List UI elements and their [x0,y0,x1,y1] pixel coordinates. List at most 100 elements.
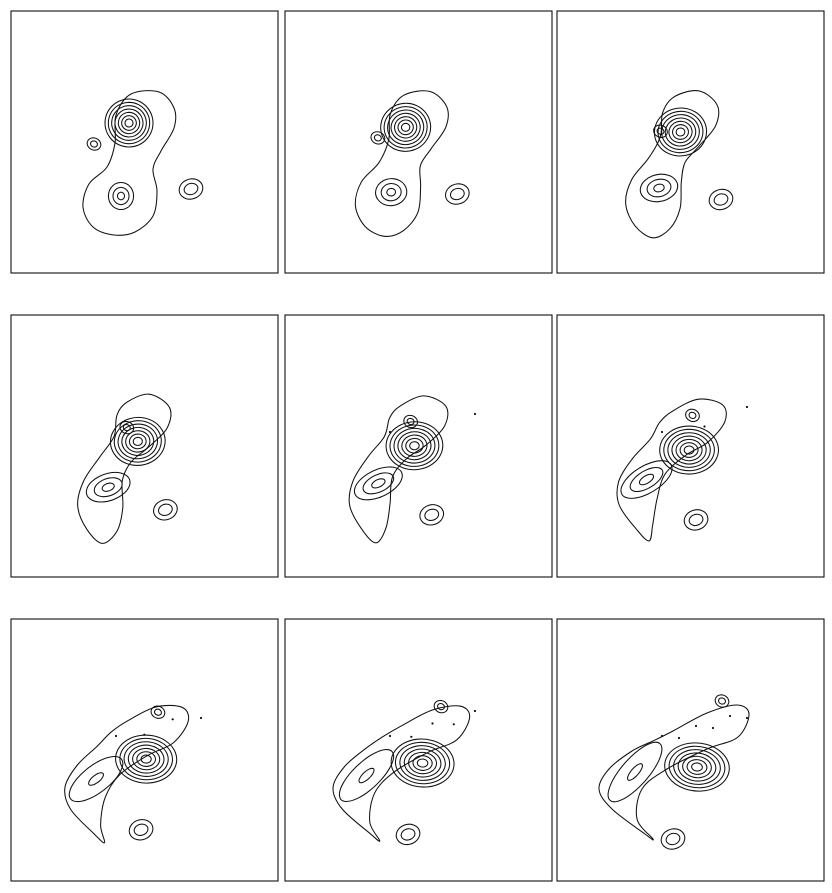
filament-speck [694,724,698,728]
secondary-vortex-ring [386,187,397,197]
filament-speck [711,726,715,730]
secondary-vortex-ring [626,763,644,781]
secondary-vortex-ring [653,183,665,193]
satellite-vortex-ring [183,182,199,196]
secondary-vortex-ring [116,191,126,201]
main-vortex-ring [117,111,141,135]
main-vortex-ring [671,435,707,465]
filament-speck [473,709,477,713]
satellite-vortex-ring [119,420,135,435]
filament-speck [677,736,681,740]
main-vortex-ring [132,747,161,771]
filament-speck [388,430,392,434]
satellite-vortex-ring [665,832,681,846]
satellite-vortex-ring [660,828,686,850]
satellite-vortex-ring [153,708,162,716]
satellite-vortex-ring [153,499,178,521]
outer-contour [625,90,720,239]
main-vortex-ring [380,102,432,152]
main-vortex-ring [107,101,151,145]
main-vortex-ring [387,109,425,146]
satellite-vortex-ring [685,408,700,423]
satellite-vortex-ring [688,513,704,527]
contour-panel-6 [556,314,825,578]
main-vortex-ring [104,98,154,148]
main-vortex-ring [121,115,137,131]
main-vortex-ring [408,751,438,775]
main-vortex-ring [664,742,730,792]
satellite-vortex-ring [688,411,697,419]
secondary-vortex-ring [639,173,679,203]
main-vortex-ring [390,738,455,788]
filament-speck [745,405,749,409]
main-vortex-ring [124,118,134,128]
filament-speck [660,734,664,738]
main-vortex-ring [128,433,147,450]
satellite-vortex-ring [400,828,416,841]
main-vortex-ring [668,745,726,789]
secondary-vortex-ring [371,478,386,489]
satellite-vortex-ring [718,697,726,705]
main-vortex-ring [383,106,428,149]
satellite-vortex-ring [656,127,665,135]
main-vortex-ring [691,762,703,772]
main-vortex-ring [123,741,169,777]
secondary-vortex-ring [638,473,655,486]
main-vortex-ring [686,759,708,775]
main-vortex-ring [673,749,721,785]
secondary-vortex-ring [629,466,664,493]
main-vortex-ring [409,441,420,451]
contour-panel-3 [556,10,825,274]
secondary-vortex-ring [88,772,104,786]
outer-contour [77,393,172,544]
main-vortex-ring [394,116,418,139]
secondary-vortex-ring [101,482,115,492]
satellite-vortex-ring [444,183,470,205]
secondary-vortex-ring [112,186,130,206]
filament-speck [728,714,732,718]
main-vortex-ring [125,430,151,453]
outer-contour [348,395,449,544]
filament-speck [410,735,413,738]
satellite-vortex-ring [86,137,102,151]
satellite-vortex-ring [150,705,166,719]
satellite-vortex-ring [373,134,382,142]
main-vortex-ring [400,122,411,132]
satellite-vortex-ring [395,823,421,846]
main-vortex-ring [397,431,432,461]
outer-contour [82,90,177,236]
satellite-vortex-ring [449,187,465,201]
secondary-vortex-ring [620,460,673,499]
main-vortex-ring [132,436,143,446]
main-vortex-ring [121,426,155,456]
secondary-vortex-ring [362,472,395,495]
main-vortex-ring [677,752,717,782]
satellite-vortex-ring [424,508,440,521]
main-vortex-ring [663,428,715,472]
satellite-vortex-ring [406,417,415,426]
satellite-vortex-ring [403,414,419,429]
secondary-vortex-ring [107,181,135,211]
contour-panel-5 [284,314,553,578]
main-vortex-ring [683,445,695,455]
main-vortex-ring [675,438,703,462]
outer-contour [332,705,471,842]
filament-speck [703,425,706,428]
satellite-vortex-ring [419,504,445,526]
main-vortex-ring [405,437,424,454]
filament-speck [114,734,118,738]
satellite-vortex-ring [158,503,173,516]
contour-panel-9 [556,618,825,882]
filament-speck [199,716,203,720]
main-vortex-ring [668,120,693,144]
filament-speck [452,723,455,726]
satellite-vortex-ring [133,823,149,836]
secondary-vortex-ring [646,178,672,198]
main-vortex-ring [403,748,442,778]
main-vortex-ring [140,754,152,764]
satellite-vortex-ring [178,178,204,200]
filament-speck [745,716,749,720]
main-vortex-ring [397,119,414,136]
secondary-vortex-ring [358,767,375,784]
main-vortex-ring [416,758,429,768]
